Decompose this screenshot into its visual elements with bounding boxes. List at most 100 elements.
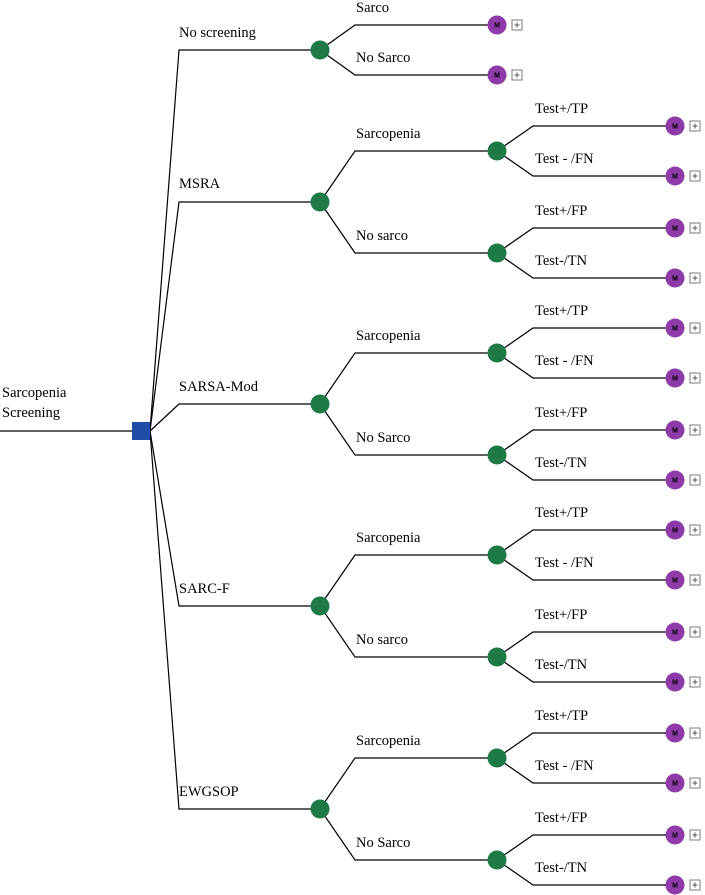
outcome-label: Test - /FN: [535, 555, 594, 571]
chance-node-icon[interactable]: [487, 141, 507, 161]
outcome-label: Test-/TN: [535, 455, 588, 471]
strategy-label: MSRA: [179, 176, 221, 192]
branch-label: Sarcopenia: [356, 126, 421, 142]
outcome-label: Test+/TP: [535, 708, 588, 724]
outcome-line: [496, 554, 675, 581]
markov-glyph: M: [672, 883, 678, 890]
strategy-line: [149, 430, 320, 607]
markov-glyph: M: [672, 174, 678, 181]
root-label-line-2: Screening: [2, 405, 60, 421]
outcome-label: Test+/FP: [535, 810, 587, 826]
outcome-line: [496, 227, 675, 254]
strategy-label: SARSA-Mod: [179, 379, 259, 395]
markov-node-icon[interactable]: [665, 672, 685, 692]
outcome-label: Test+/FP: [535, 405, 587, 421]
chance-node-icon[interactable]: [487, 748, 507, 768]
branch-label: Sarcopenia: [356, 733, 421, 749]
markov-glyph: M: [494, 23, 500, 30]
markov-node-icon[interactable]: [665, 318, 685, 338]
branch-line: [319, 757, 497, 810]
markov-node-icon[interactable]: [487, 15, 507, 35]
markov-node-icon[interactable]: [487, 65, 507, 85]
markov-glyph: M: [672, 226, 678, 233]
outcome-label: Test - /FN: [535, 151, 594, 167]
outcome-label: Test+/TP: [535, 101, 588, 117]
markov-glyph: M: [672, 478, 678, 485]
outcome-line: [496, 757, 675, 784]
markov-glyph: M: [672, 833, 678, 840]
strategy-line: [149, 430, 320, 810]
markov-glyph: M: [672, 731, 678, 738]
outcome-line: [496, 631, 675, 658]
markov-node-icon[interactable]: [665, 218, 685, 238]
chance-node-icon[interactable]: [487, 850, 507, 870]
markov-node-icon[interactable]: [665, 570, 685, 590]
chance-node-icon[interactable]: [310, 394, 330, 414]
strategy-label: No screening: [179, 25, 256, 41]
markov-node-icon[interactable]: [665, 723, 685, 743]
outcome-line: [496, 252, 675, 279]
chance-node-icon[interactable]: [310, 799, 330, 819]
outcome-label: Test - /FN: [535, 353, 594, 369]
markov-glyph: M: [672, 376, 678, 383]
square-node-icon[interactable]: [132, 422, 150, 440]
outcome-label: Test-/TN: [535, 253, 588, 269]
branch-line: [319, 150, 497, 203]
markov-node-icon[interactable]: [665, 875, 685, 895]
outcome-label: Test+/FP: [535, 607, 587, 623]
chance-node-icon[interactable]: [487, 243, 507, 263]
branch-line: [319, 352, 497, 405]
markov-glyph: M: [494, 73, 500, 80]
outcome-line: [496, 454, 675, 481]
markov-node-icon[interactable]: [665, 116, 685, 136]
outcome-line: [496, 327, 675, 354]
outcome-label: Test-/TN: [535, 657, 588, 673]
chance-node-icon[interactable]: [487, 545, 507, 565]
markov-glyph: M: [672, 528, 678, 535]
outcome-line: [496, 732, 675, 759]
strategy-label: SARC-F: [179, 581, 230, 597]
markov-node-icon[interactable]: [665, 268, 685, 288]
markov-glyph: M: [672, 781, 678, 788]
branch-line: [319, 808, 497, 861]
branch-label: Sarcopenia: [356, 328, 421, 344]
root-label-line-1: Sarcopenia: [2, 385, 67, 401]
markov-glyph: M: [672, 326, 678, 333]
outcome-line: [496, 656, 675, 683]
chance-node-icon[interactable]: [310, 40, 330, 60]
branch-label: No Sarco: [356, 50, 410, 66]
chance-node-icon[interactable]: [487, 343, 507, 363]
outcome-line: [496, 125, 675, 152]
markov-node-icon[interactable]: [665, 520, 685, 540]
outcome-label: Test+/FP: [535, 203, 587, 219]
markov-node-icon[interactable]: [665, 368, 685, 388]
chance-node-icon[interactable]: [310, 596, 330, 616]
outcome-line: [496, 150, 675, 177]
markov-glyph: M: [672, 578, 678, 585]
branch-line: [319, 403, 497, 456]
markov-glyph: M: [672, 428, 678, 435]
markov-node-icon[interactable]: [665, 622, 685, 642]
markov-node-icon[interactable]: [665, 825, 685, 845]
outcome-label: Test+/TP: [535, 303, 588, 319]
outcome-label: Test-/TN: [535, 860, 588, 876]
chance-node-icon[interactable]: [487, 445, 507, 465]
branch-label: Sarco: [356, 0, 389, 16]
branch-line: [319, 49, 492, 76]
branch-label: Sarcopenia: [356, 530, 421, 546]
outcome-line: [496, 834, 675, 861]
markov-glyph: M: [672, 680, 678, 687]
markov-node-icon[interactable]: [665, 470, 685, 490]
markov-glyph: M: [672, 276, 678, 283]
strategy-line: [149, 403, 320, 432]
chance-node-icon[interactable]: [310, 192, 330, 212]
markov-node-icon[interactable]: [665, 420, 685, 440]
outcome-line: [496, 352, 675, 379]
markov-node-icon[interactable]: [665, 166, 685, 186]
chance-node-icon[interactable]: [487, 647, 507, 667]
branch-line: [319, 554, 497, 607]
branch-label: No sarco: [356, 228, 408, 244]
markov-node-icon[interactable]: [665, 773, 685, 793]
outcome-line: [496, 859, 675, 886]
